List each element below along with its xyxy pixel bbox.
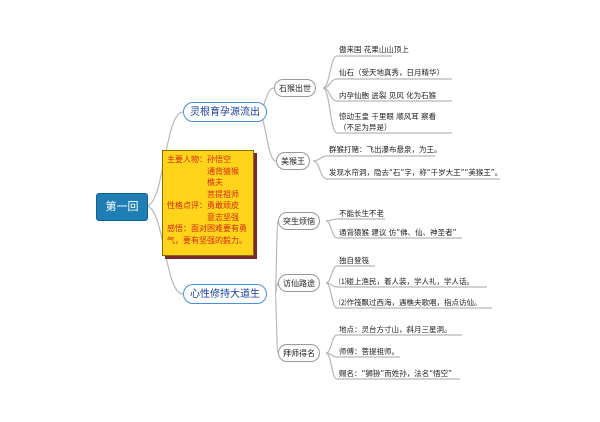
characters-label: 主要人物：: [167, 155, 207, 164]
connector-line: [322, 55, 338, 89]
summary-note[interactable]: 主要人物： 孙悟空 通背猿猴 樵夫 菩提祖师 性格点评： 勇敢顽皮 意志坚强 感…: [162, 150, 254, 256]
subbranch-sudden-worry[interactable]: 突生烦恼: [278, 212, 320, 230]
traits-label: 性格点评：: [167, 201, 207, 210]
connector-line: [325, 282, 338, 309]
connector-line: [325, 265, 338, 284]
leaf-item[interactable]: 赐名：“狮狲”而姓孙，法名“悟空”: [339, 369, 453, 378]
leaf-item[interactable]: 惊动玉皇 千里眼 顺风耳 察看 （不足为异是）: [339, 112, 437, 132]
connector-line: [274, 293, 279, 354]
connector-line: [325, 220, 338, 239]
leaf-item[interactable]: 通背猿猴 建议 仿“佛、仙、神圣者”: [339, 228, 457, 237]
leaf-item[interactable]: 群猴打赌：飞出瀑布悬泉，为王。: [329, 145, 442, 154]
root-node[interactable]: 第一回: [96, 193, 148, 221]
leaf-item[interactable]: 独自登筏: [339, 256, 369, 265]
connector-line: [274, 282, 279, 295]
subbranch-journey[interactable]: 访仙路途: [278, 274, 320, 292]
leaf-item[interactable]: 不能长生不老: [339, 209, 384, 218]
subbranch-apprentice[interactable]: 拜师得名: [278, 344, 320, 362]
branch-node-2[interactable]: 心性修持大道生: [183, 284, 267, 304]
leaf-item[interactable]: 发现水帘洞，隐去“石”字，称“千岁大王”“美猴王”。: [329, 168, 503, 177]
connector-line: [325, 352, 338, 380]
leaf-item[interactable]: 傲来国 花果山山顶上: [339, 45, 409, 54]
subbranch-monkey-king[interactable]: 美猴王: [276, 152, 310, 170]
connector-line: [274, 220, 279, 295]
leaf-item[interactable]: ⑴碰上渔民，着人装，学人礼，学人话。: [339, 277, 474, 286]
connector-line: [322, 87, 338, 134]
leaf-item[interactable]: 内孕仙胞 迸裂 见风 化为石猴: [339, 91, 437, 100]
leaf-item[interactable]: ⑵作筏飘过西海，遇樵夫歌唱，指点访仙。: [339, 298, 482, 307]
traits-value: 勇敢顽皮 意志坚强: [207, 201, 239, 222]
branch-node-1[interactable]: 灵根育孕源流出: [183, 102, 267, 122]
leaf-item[interactable]: 师傅：菩提祖师。: [339, 347, 399, 356]
subbranch-stone-monkey[interactable]: 石猴出世: [274, 79, 316, 97]
characters-value: 孙悟空 通背猿猴 樵夫 菩提祖师: [207, 155, 239, 199]
leaf-item[interactable]: 仙石（受天地真秀，日月精华）: [339, 68, 444, 77]
connector-line: [312, 160, 328, 180]
connector-line: [325, 334, 338, 354]
leaf-item[interactable]: 地点：灵台方寸山，斜月三星洞。: [339, 325, 452, 334]
connector-line: [312, 155, 328, 162]
connector-line: [325, 218, 338, 222]
feeling-text: 感悟：面对困难要有勇气，要有坚强的毅力。: [167, 224, 247, 245]
